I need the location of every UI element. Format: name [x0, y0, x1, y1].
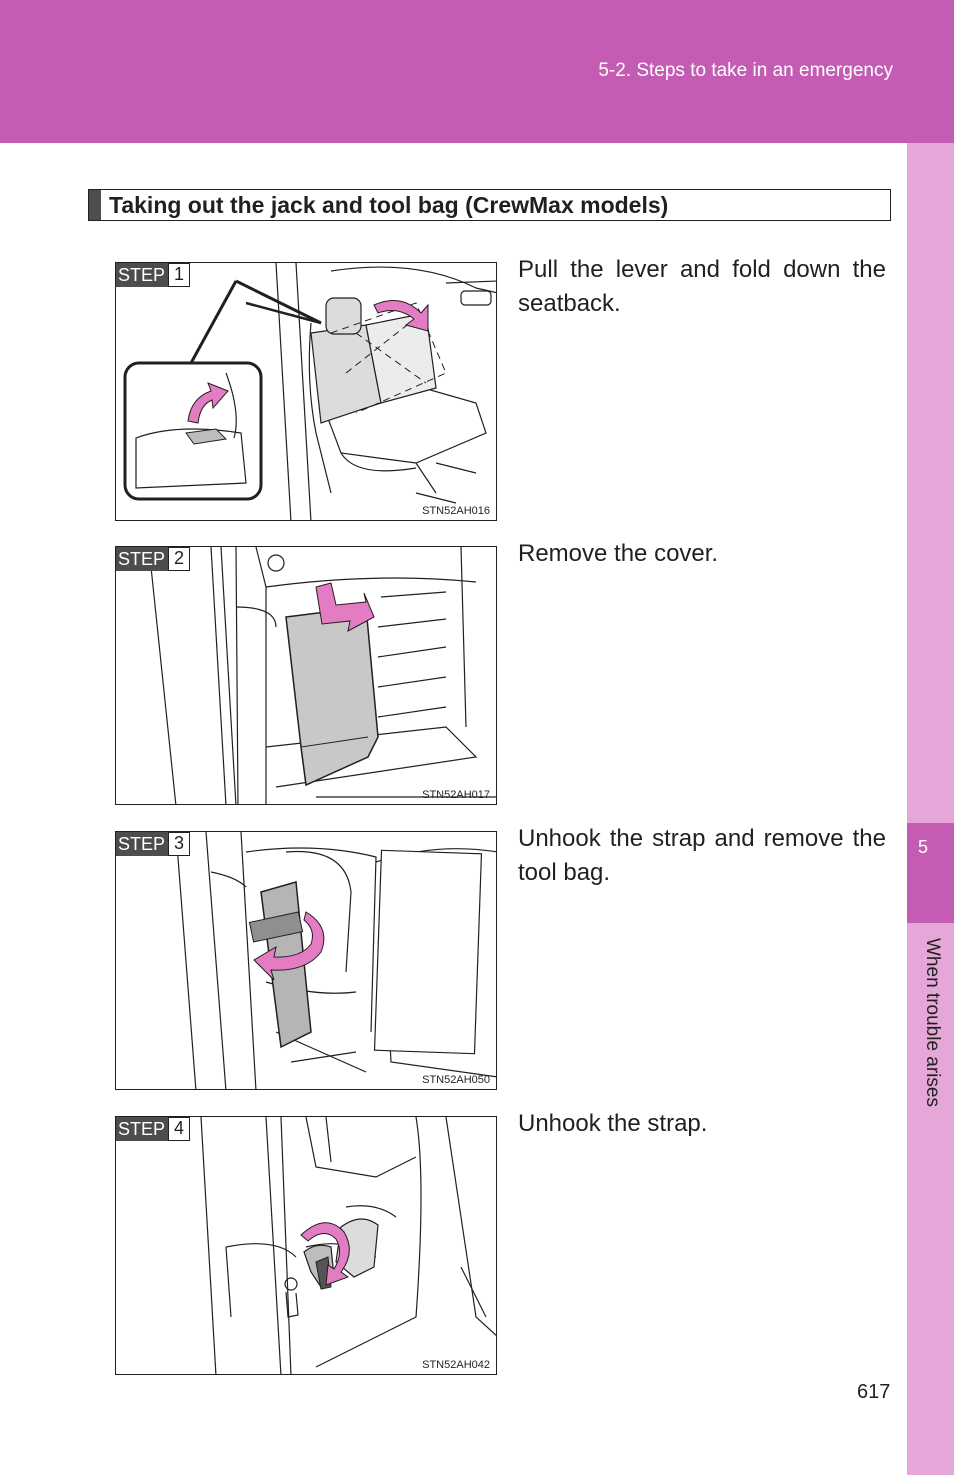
- chapter-number-box: 5: [907, 823, 954, 923]
- step-1-text: Pull the lever and fold down the seatbac…: [518, 256, 886, 317]
- step-number: 3: [168, 832, 191, 856]
- page-number: 617: [857, 1381, 891, 1403]
- chapter-side-tab: 5 When trouble arises: [907, 143, 954, 1475]
- figure-code: STN52AH042: [422, 1359, 490, 1371]
- figure-code: STN52AH017: [422, 789, 490, 801]
- strap-unhook-illustration: [200, 1117, 496, 1374]
- step-1-illustration: STEP 1 STN52AH016: [115, 262, 497, 521]
- seat-fold-illustration: [123, 263, 496, 520]
- step-2-label: STEP 2: [116, 547, 191, 571]
- step-4-label: STEP 4: [116, 1117, 191, 1141]
- step-4-illustration: STEP 4 STN52AH042: [115, 1116, 497, 1375]
- section-heading: 5-2. Steps to take in an emergency: [598, 60, 893, 81]
- step-1-label: STEP 1: [116, 263, 191, 287]
- figure-code: STN52AH016: [422, 505, 490, 517]
- page-title: Taking out the jack and tool bag (CrewMa…: [88, 189, 891, 221]
- step-number: 2: [168, 547, 191, 571]
- step-number: 4: [168, 1117, 191, 1141]
- step-word: STEP: [116, 1117, 169, 1141]
- step-2-text: Remove the cover.: [518, 540, 719, 567]
- step-word: STEP: [116, 832, 169, 856]
- step-word: STEP: [116, 547, 169, 571]
- chapter-number: 5: [917, 837, 928, 857]
- cover-removal-illustration: [150, 547, 496, 804]
- title-bar-marker: [89, 190, 101, 220]
- chapter-title: When trouble arises: [922, 938, 943, 1107]
- header-band: 5-2. Steps to take in an emergency: [0, 0, 954, 143]
- tool-bag-illustration: [175, 832, 496, 1089]
- step-number: 1: [168, 263, 191, 287]
- step-4-text: Unhook the strap.: [518, 1110, 708, 1137]
- step-3-label: STEP 3: [116, 832, 191, 856]
- step-3-text: Unhook the strap and remove the tool bag…: [518, 825, 886, 886]
- figure-code: STN52AH050: [422, 1074, 490, 1086]
- step-2-illustration: STEP 2 STN52AH017: [115, 546, 497, 805]
- step-word: STEP: [116, 263, 169, 287]
- page-title-text: Taking out the jack and tool bag (CrewMa…: [109, 192, 669, 218]
- step-3-illustration: STEP 3 STN52AH050: [115, 831, 497, 1090]
